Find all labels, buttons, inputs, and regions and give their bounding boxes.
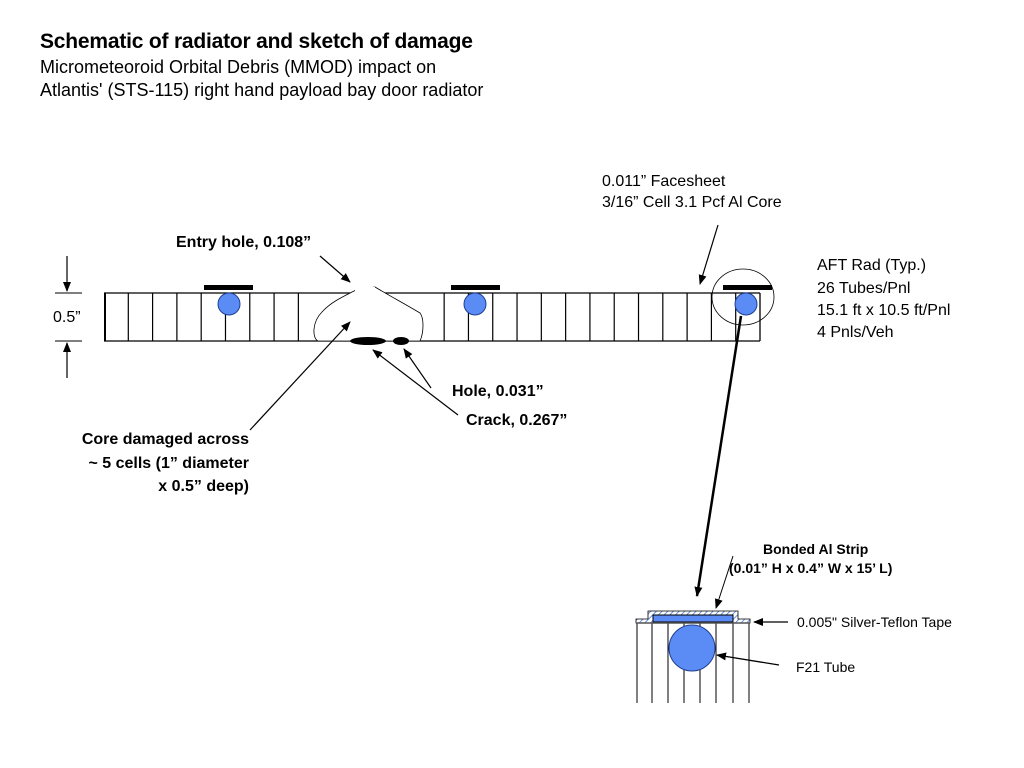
diagram-title: Schematic of radiator and sketch of dama… xyxy=(40,30,473,53)
al-strip-3 xyxy=(723,285,772,290)
core-damage-arrow xyxy=(249,321,351,431)
core-damage-label-line-2: ~ 5 cells (1” diameter xyxy=(88,455,249,472)
hole-arrow xyxy=(403,348,432,389)
detail-callout-circle xyxy=(711,268,775,326)
al-strip-2 xyxy=(451,285,500,290)
f21-tube-1 xyxy=(217,292,241,316)
thickness-dimension xyxy=(55,256,82,378)
core-cells xyxy=(127,293,737,341)
al-strip-1 xyxy=(204,285,253,290)
tape-label: 0.005" Silver-Teflon Tape xyxy=(797,614,952,630)
crack-arrow xyxy=(372,349,459,416)
facesheet-arrow xyxy=(698,224,719,285)
crack-mark xyxy=(350,337,386,345)
thickness-label: 0.5” xyxy=(53,309,81,326)
detail-f21-tube xyxy=(668,624,716,672)
hole-mark xyxy=(393,337,409,345)
tube-2 xyxy=(451,285,500,316)
detail-callout-arrow xyxy=(694,315,743,597)
detail-section xyxy=(635,555,788,703)
crack-label: Crack, 0.267” xyxy=(466,412,568,429)
f21-tube-2 xyxy=(463,292,487,316)
spec-panel-size: 15.1 ft x 10.5 ft/Pnl xyxy=(817,302,951,319)
strip-label-line-1: Bonded Al Strip xyxy=(763,541,869,557)
tube-label: F21 Tube xyxy=(796,659,856,675)
honeycomb-panel xyxy=(104,292,761,342)
entry-hole-label: Entry hole, 0.108” xyxy=(176,234,312,251)
tube-1 xyxy=(204,285,253,316)
entry-hole-arrow xyxy=(319,255,351,283)
subtitle-line-2: Atlantis' (STS-115) right hand payload b… xyxy=(40,80,484,100)
f21-tube-3 xyxy=(734,292,758,316)
spec-tubes-per-panel: 26 Tubes/Pnl xyxy=(817,280,911,297)
spec-aft-rad: AFT Rad (Typ.) xyxy=(817,257,927,274)
facesheet-label-line-1: 0.011” Facesheet xyxy=(602,173,726,190)
tube-3 xyxy=(723,285,772,316)
strip-label-line-2: (0.01” H x 0.4” W x 15’ L) xyxy=(729,560,893,576)
damage-sketch xyxy=(313,286,424,345)
spec-panels-per-vehicle: 4 Pnls/Veh xyxy=(817,324,894,341)
core-damage-label-line-1: Core damaged across xyxy=(81,431,249,448)
bonded-al-strip xyxy=(652,614,734,623)
tube-arrow xyxy=(716,652,780,666)
entry-hole-gap xyxy=(355,287,375,295)
core-damage-label-line-3: x 0.5” deep) xyxy=(158,478,249,495)
subtitle-line-1: Micrometeoroid Orbital Debris (MMOD) imp… xyxy=(40,57,437,77)
damaged-core-cavity xyxy=(313,286,424,342)
facesheet-label-line-2: 3/16” Cell 3.1 Pcf Al Core xyxy=(602,194,782,211)
strip-arrow xyxy=(714,555,734,609)
hole-label: Hole, 0.031” xyxy=(452,383,544,400)
